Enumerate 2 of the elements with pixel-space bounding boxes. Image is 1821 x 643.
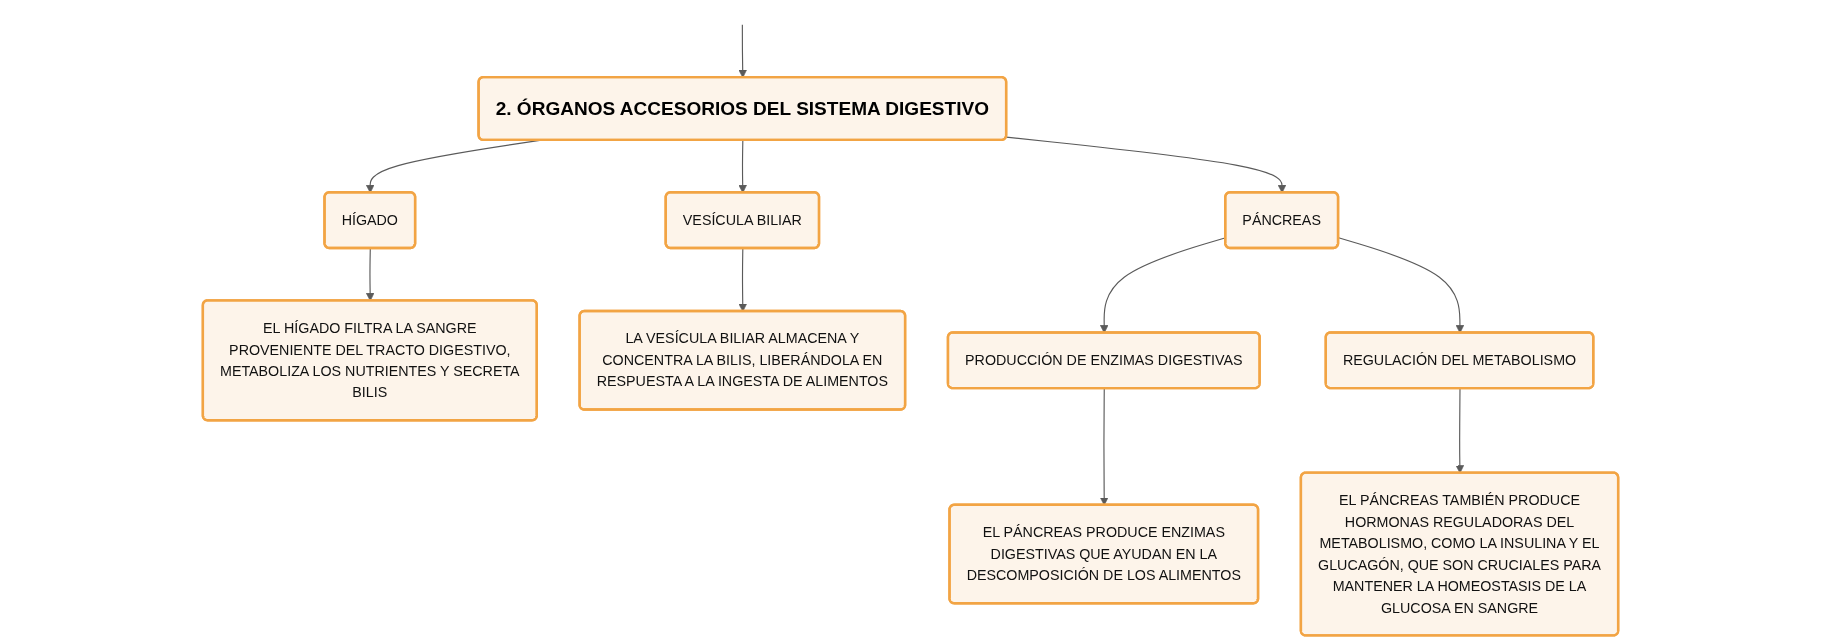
arrow <box>738 24 747 78</box>
arrow <box>738 247 747 312</box>
